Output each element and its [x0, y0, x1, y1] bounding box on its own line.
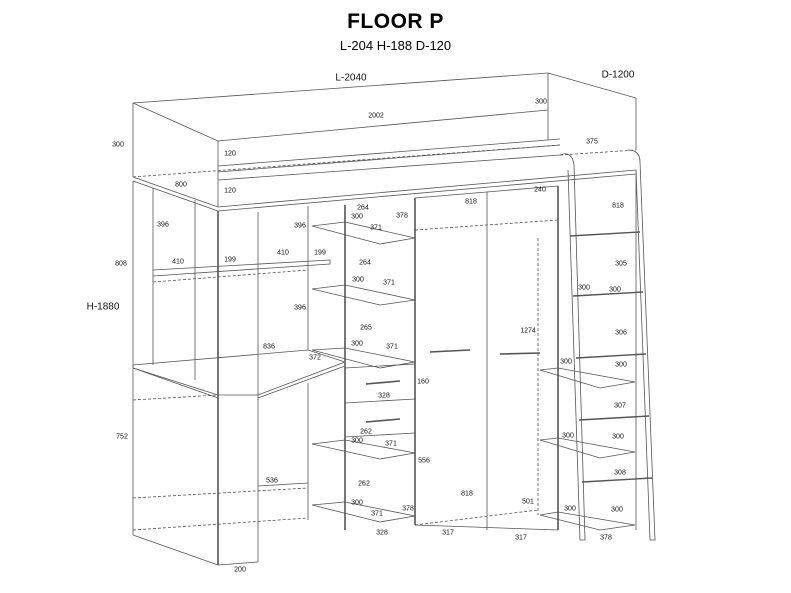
dimension-label: 378: [402, 505, 414, 513]
dimension-label: 371: [383, 279, 395, 287]
dimension-label: 264: [357, 204, 369, 212]
dimension-label: 300: [612, 433, 624, 441]
dimension-label: 396: [294, 222, 306, 230]
dimension-label: 300: [535, 98, 547, 106]
drawing-title: FLOOR P: [347, 10, 444, 33]
dimension-label: 1274: [520, 327, 536, 335]
dimension-label: 818: [461, 490, 473, 498]
dimension-label: 300: [560, 358, 572, 366]
dimension-label: 305: [615, 260, 627, 268]
dimension-label: 371: [370, 224, 382, 232]
dimension-label: 378: [396, 212, 408, 220]
dimension-label: 375: [586, 138, 598, 146]
dimension-label: 410: [172, 258, 184, 266]
dimension-label: 328: [378, 392, 390, 400]
dimension-label: 200: [234, 566, 246, 574]
dimension-label: 410: [277, 249, 289, 257]
dimension-label: 160: [417, 378, 429, 386]
dimension-label: 300: [562, 432, 574, 440]
dimension-label: 372: [309, 354, 321, 362]
dimension-label: 300: [578, 284, 590, 292]
dimension-label: 371: [386, 343, 398, 351]
dimension-label: 300: [112, 141, 124, 149]
dimension-label: 818: [465, 198, 477, 206]
dimension-label: 808: [115, 260, 127, 268]
dimension-label: 536: [266, 477, 278, 485]
dimension-label: 501: [522, 498, 534, 506]
overall-depth-label: D-1200: [601, 69, 635, 81]
dimension-label: 262: [360, 428, 372, 436]
dimension-label: 396: [294, 304, 306, 312]
dimension-label: 120: [224, 187, 236, 195]
dimension-label: 378: [600, 534, 612, 542]
dimension-label: 396: [157, 221, 169, 229]
dimension-label: 300: [352, 276, 364, 284]
dimension-label: 300: [609, 286, 621, 294]
dimension-label: 818: [612, 202, 624, 210]
dimension-label: 306: [615, 329, 627, 337]
overall-dimensions: L-204 H-188 D-120: [339, 38, 452, 53]
dimension-label: 300: [351, 499, 363, 507]
dimension-label: 300: [351, 437, 363, 445]
dimension-label: 2002: [368, 112, 384, 120]
dimension-label: 836: [263, 343, 275, 351]
dimension-label: 300: [611, 506, 623, 514]
dimension-label: 300: [564, 505, 576, 513]
dimension-label: 556: [418, 457, 430, 465]
dimension-label: 265: [360, 324, 372, 332]
dimension-label: 328: [376, 529, 388, 537]
overall-height-label: H-1880: [86, 301, 120, 313]
dimension-label: 199: [224, 256, 236, 264]
dimension-label: 752: [116, 433, 128, 441]
dimension-label: 317: [442, 529, 454, 537]
dimension-label: 199: [314, 249, 326, 257]
dimension-label: 120: [224, 150, 236, 158]
dimension-label: 800: [175, 181, 187, 189]
dimension-label: 371: [371, 510, 383, 518]
dimension-label: 300: [351, 213, 363, 221]
dimension-label: 317: [515, 534, 527, 542]
dimension-label: 371: [385, 440, 397, 448]
overall-length-label: L-2040: [335, 72, 367, 84]
dimension-label: 308: [614, 469, 626, 477]
dimension-label: 240: [534, 186, 546, 194]
dimension-label: 262: [358, 480, 370, 488]
dimension-label: 264: [359, 259, 371, 267]
dimension-label: 300: [351, 340, 363, 348]
dimension-label: 300: [615, 361, 627, 369]
dimension-label: 307: [614, 402, 626, 410]
